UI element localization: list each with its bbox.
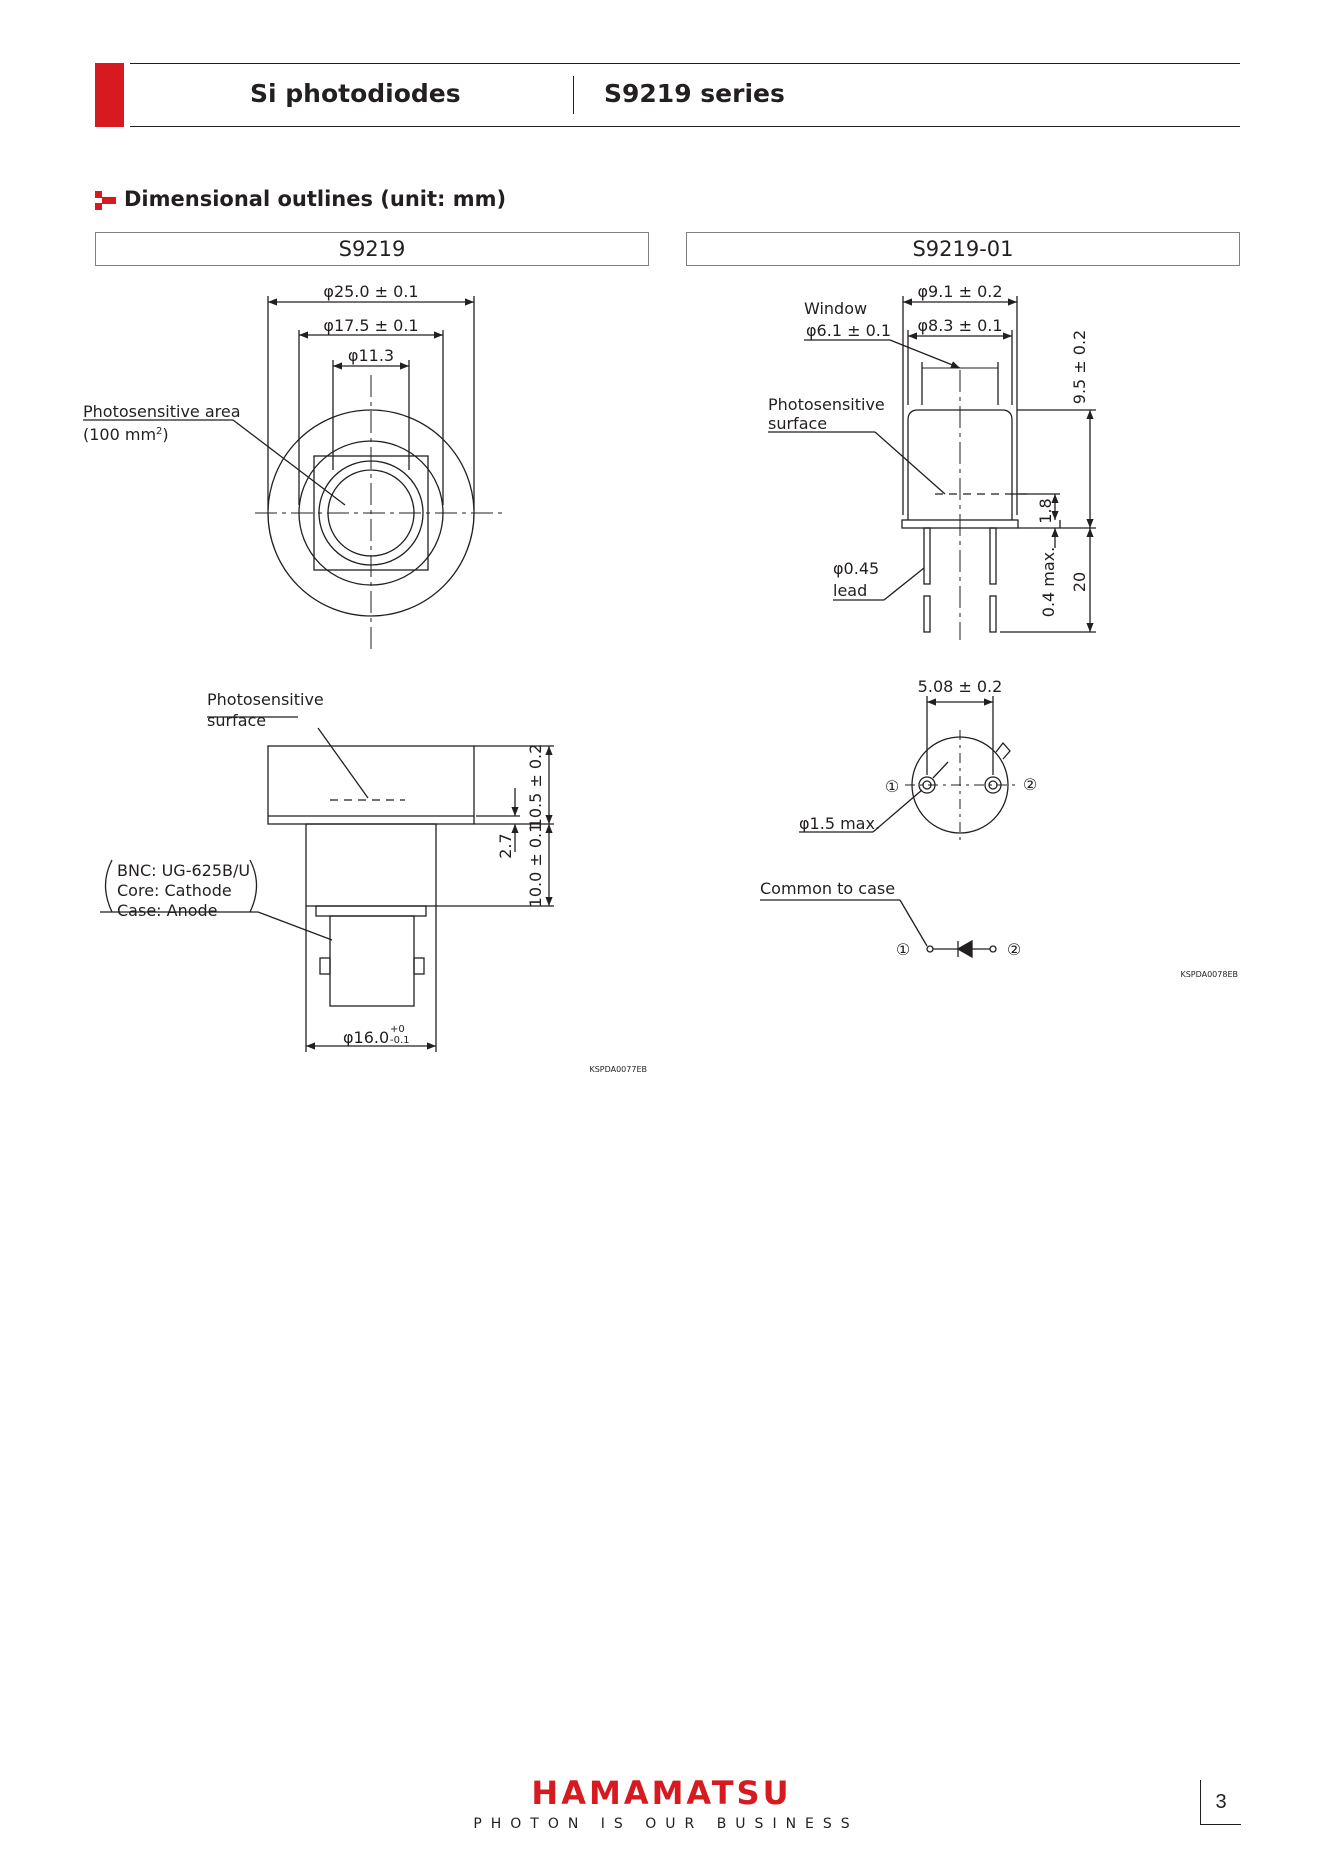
header-accent-bar: [95, 63, 124, 127]
s9219-dim-outer: φ25.0 ± 0.1: [323, 282, 418, 301]
header-bottom-rule: [130, 126, 1240, 127]
s9219-01-dim-9-5: 9.5 ± 0.2: [1070, 330, 1089, 404]
s9219-01-bottom-view: [799, 696, 1015, 840]
s9219-dim-inner: φ11.3: [348, 346, 394, 365]
s9219-01-lead-label: lead: [833, 581, 867, 600]
header-product-family: Si photodiodes: [250, 79, 461, 108]
s9219-photosensitive-surface-label-2: surface: [207, 711, 266, 730]
s9219-01-dim-9-1: φ9.1 ± 0.2: [917, 282, 1002, 301]
s9219-01-photosensitive-surface-label-2: surface: [768, 414, 827, 433]
s9219-01-window-dim: φ6.1 ± 0.1: [806, 321, 891, 340]
header-top-rule: [130, 63, 1240, 64]
s9219-top-view: [83, 296, 505, 650]
s9219-side-view: [100, 716, 554, 1052]
s9219-01-title-box: S9219-01: [686, 232, 1240, 266]
s9219-01-dim-8-3: φ8.3 ± 0.1: [917, 316, 1002, 335]
s9219-01-lead-dim: φ0.45: [833, 559, 879, 578]
s9219-photosensitive-area-label: Photosensitive area: [83, 402, 241, 421]
s9219-01-window-label: Window: [804, 299, 867, 318]
s9219-photosensitive-surface-label: Photosensitive: [207, 690, 324, 709]
section-title: Dimensional outlines (unit: mm): [124, 187, 507, 211]
s9219-01-circuit-symbol: [760, 899, 997, 959]
s9219-01-common-label: Common to case: [760, 879, 895, 898]
s9219-01-pin2-label: ②: [1023, 775, 1037, 794]
s9219-01-pin1-label: ①: [885, 777, 899, 796]
s9219-01-circuit-pin1: ①: [896, 940, 910, 959]
s9219-case-label: Case: Anode: [117, 901, 218, 920]
page-number: 3: [1200, 1780, 1241, 1825]
s9219-dim-10-5: 10.5 ± 0.2: [526, 744, 545, 829]
s9219-dim-2-7: 2.7: [496, 833, 515, 858]
s9219-01-dim-20: 20: [1070, 572, 1089, 592]
s9219-dim-16-0-minus: -0.1: [390, 1035, 410, 1046]
s9219-01-dim-1-5: φ1.5 max.: [799, 814, 880, 833]
s9219-01-side-view: [768, 296, 1096, 640]
header-series: S9219 series: [604, 79, 785, 108]
s9219-dim-10-0: 10.0 ± 0.1: [526, 823, 545, 908]
s9219-01-photosensitive-surface-label: Photosensitive: [768, 395, 885, 414]
s9219-bnc-label: BNC: UG-625B/U: [117, 861, 250, 880]
s9219-01-dim-1-8: 1.8: [1036, 498, 1055, 523]
s9219-01-dim-5-08: 5.08 ± 0.2: [918, 677, 1003, 696]
s9219-dim-16-0-plus: +0: [390, 1024, 405, 1035]
s9219-photosensitive-area-value: (100 mm2): [83, 425, 169, 444]
s9219-dim-mid: φ17.5 ± 0.1: [323, 316, 418, 335]
s9219-01-drawing-code: KSPDA0078EB: [1180, 970, 1238, 979]
s9219-title-box: S9219: [95, 232, 649, 266]
s9219-dim-16-0: φ16.0: [343, 1028, 389, 1047]
s9219-01-dim-0-4: 0.4 max.: [1039, 547, 1058, 617]
brand-name: HAMAMATSU: [531, 1774, 792, 1812]
brand-tagline: PHOTON IS OUR BUSINESS: [473, 1816, 859, 1832]
s9219-drawing-code: KSPDA0077EB: [589, 1065, 647, 1074]
header-separator: [573, 76, 574, 114]
s9219-core-label: Core: Cathode: [117, 881, 232, 900]
section-bullet-icon: [95, 191, 116, 210]
s9219-01-circuit-pin2: ②: [1007, 940, 1021, 959]
brand-logo: HAMAMATSU PHOTON IS OUR BUSINESS: [0, 1774, 1323, 1832]
